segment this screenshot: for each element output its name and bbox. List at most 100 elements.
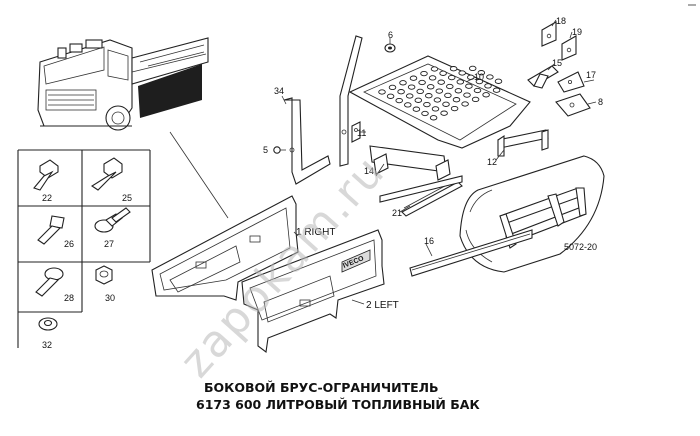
plate-hole	[412, 106, 421, 112]
plate-8	[555, 93, 591, 117]
plate-hole	[433, 97, 442, 103]
plate-hole	[473, 87, 482, 94]
plate-hole	[449, 66, 458, 72]
plate-hole	[439, 70, 447, 76]
plate-hole	[423, 101, 431, 108]
nut-30-icon	[95, 265, 113, 285]
part-number-21: 21	[392, 208, 402, 218]
plate-hole	[437, 79, 445, 85]
plate-hole	[477, 70, 486, 76]
part-number-26: 26	[64, 239, 74, 249]
part-number-34: 34	[274, 86, 284, 96]
plate-hole	[463, 92, 471, 98]
plate-hole	[407, 84, 416, 90]
plate-hole	[471, 96, 480, 103]
plate-hole	[429, 115, 438, 121]
part-number-30: 30	[105, 293, 115, 303]
rail-16	[409, 229, 533, 277]
plate-17	[557, 71, 585, 93]
plate-holes	[378, 65, 503, 121]
plate-hole	[414, 97, 423, 103]
part-number-5: 5	[263, 145, 268, 155]
part-number-17: 17	[586, 70, 596, 80]
bumper-right-panel	[151, 195, 299, 301]
part-number-12: 12	[487, 157, 497, 167]
part-number-27: 27	[104, 239, 114, 249]
plate-hole	[409, 75, 418, 81]
plate-hole	[444, 92, 452, 99]
screw-27-icon	[94, 207, 131, 233]
plate-hole	[397, 89, 405, 95]
plate-hole	[458, 70, 466, 76]
plate-hole	[447, 74, 456, 81]
plate-hole	[425, 93, 433, 99]
bracket-14	[369, 145, 451, 181]
bracket-34	[283, 35, 363, 185]
part-number-22: 22	[42, 193, 52, 203]
bracket-15	[527, 65, 559, 89]
part-number-8: 8	[598, 97, 603, 107]
plate-hole	[454, 88, 463, 94]
part-number-19: 19	[572, 27, 582, 37]
leader-lines	[281, 19, 597, 305]
plate-hole	[405, 93, 414, 99]
hardware-grid	[17, 149, 151, 348]
part-number-16: 16	[424, 236, 434, 246]
bolt-25-icon	[90, 157, 123, 191]
part-number-25: 25	[122, 193, 132, 203]
plate-hole	[404, 102, 412, 108]
strap-upper	[379, 175, 463, 203]
screw-26-icon	[37, 215, 65, 245]
bolt-28-icon	[35, 267, 64, 297]
plate-hole	[494, 78, 503, 84]
plate-hole	[461, 101, 469, 107]
bracket-19	[561, 35, 577, 61]
plate-hole	[418, 79, 426, 86]
plate-hole	[450, 105, 459, 112]
plate-hole	[399, 80, 407, 86]
plate-hole	[416, 88, 424, 95]
plate-hole	[440, 110, 448, 116]
truck-illustration	[37, 37, 209, 131]
clip-11	[351, 121, 361, 143]
plate-hole	[484, 83, 492, 89]
washer-32-icon	[38, 317, 58, 331]
part-number-11: 11	[357, 128, 366, 138]
plate-hole	[465, 83, 473, 89]
plate-hole	[420, 70, 428, 77]
caption-line-2: 6173 600 ЛИТРОВЫЙ ТОПЛИВНЫЙ БАК	[196, 397, 480, 412]
plate-hole	[430, 66, 439, 72]
plate-hole	[475, 78, 484, 85]
part-number-6: 6	[388, 30, 393, 40]
plate-hole	[482, 92, 490, 98]
part-number-18: 18	[556, 16, 566, 26]
plate-hole	[446, 83, 454, 90]
plate-hole	[426, 84, 435, 90]
bracket-12	[497, 129, 549, 157]
plate-hole	[435, 88, 444, 94]
plate-hole	[428, 75, 437, 81]
plate-hole	[468, 65, 477, 72]
plate-hole	[456, 79, 465, 85]
plate-hole	[492, 87, 501, 93]
part-number-14: 14	[364, 166, 374, 176]
plate-hole	[431, 106, 440, 112]
plate-hole	[486, 74, 494, 80]
plate-hole	[421, 110, 429, 117]
part-number-10: 10	[474, 72, 484, 82]
plate-hole	[386, 93, 395, 99]
part-numbers: 18 19 6 15 17 8 34 10 5 11 12 14 21 16 2…	[42, 16, 603, 350]
reference-code: 5072-20	[564, 242, 597, 252]
leader-line	[169, 131, 229, 219]
plate-hole	[452, 97, 461, 103]
part-number-32: 32	[42, 340, 52, 350]
plate-hole	[395, 97, 403, 104]
spacer-6-icon	[384, 43, 396, 53]
caption-line-1: БОКОВОЙ БРУС-ОГРАНИЧИТЕЛЬ	[204, 380, 439, 395]
bolt-5-icon	[273, 146, 286, 154]
label-left-bumper: 2 LEFT	[366, 300, 399, 311]
part-number-15: 15	[552, 58, 562, 68]
plate-hole	[388, 84, 397, 91]
bolt-22-icon	[33, 159, 59, 191]
